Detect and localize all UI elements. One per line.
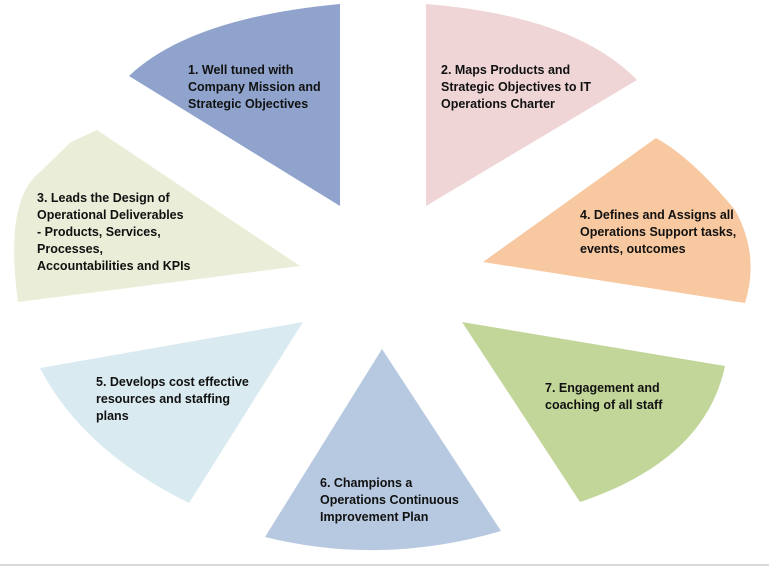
segment-5-line-3: plans	[96, 409, 129, 423]
segment-7-label: 7. Engagement and coaching of all staff	[545, 381, 663, 412]
segment-7: 7. Engagement and coaching of all staff	[462, 322, 725, 502]
segment-4-line-2: Operations Support tasks,	[580, 225, 736, 239]
segment-6-label: 6. Champions a Operations Continuous Imp…	[320, 476, 462, 524]
segment-1-label: 1. Well tuned with Company Mission and S…	[188, 63, 324, 111]
segment-2-label: 2. Maps Products and Strategic Objective…	[441, 63, 595, 111]
segment-1-line-2: Company Mission and	[188, 80, 321, 94]
segment-3-line-3: - Products, Services,	[37, 225, 161, 239]
segment-3-line-1: 3. Leads the Design of	[37, 191, 171, 205]
segment-3-wedge	[14, 130, 301, 302]
segment-5-label: 5. Develops cost effective resources and…	[96, 375, 252, 423]
bottom-divider	[0, 564, 769, 566]
segment-6-wedge	[265, 349, 501, 551]
segment-7-line-2: coaching of all staff	[545, 398, 663, 412]
segment-1-line-1: 1. Well tuned with	[188, 63, 293, 77]
segment-6-line-2: Operations Continuous	[320, 493, 459, 507]
segment-2-line-2: Strategic Objectives to IT	[441, 80, 591, 94]
segment-4-line-3: events, outcomes	[580, 242, 686, 256]
segment-4-label: 4. Defines and Assigns all Operations Su…	[580, 208, 740, 256]
segment-3: 3. Leads the Design of Operational Deliv…	[14, 130, 301, 302]
segment-6-line-3: Improvement Plan	[320, 510, 428, 524]
segment-4: 4. Defines and Assigns all Operations Su…	[483, 138, 751, 303]
segment-3-line-4: Processes,	[37, 242, 103, 256]
segment-5-line-2: resources and staffing	[96, 392, 230, 406]
segment-7-wedge	[462, 322, 725, 502]
segment-1-wedge	[129, 4, 340, 206]
segment-5-wedge	[40, 322, 303, 503]
segment-3-line-5: Accountabilities and KPIs	[37, 259, 191, 273]
segment-2-line-3: Operations Charter	[441, 97, 555, 111]
segment-2: 2. Maps Products and Strategic Objective…	[426, 4, 637, 206]
segment-6-line-1: 6. Champions a	[320, 476, 413, 490]
segment-3-label: 3. Leads the Design of Operational Deliv…	[37, 191, 191, 273]
segment-4-line-1: 4. Defines and Assigns all	[580, 208, 734, 222]
segment-6: 6. Champions a Operations Continuous Imp…	[265, 349, 501, 551]
segment-3-line-2: Operational Deliverables	[37, 208, 184, 222]
segment-5: 5. Develops cost effective resources and…	[40, 322, 303, 503]
segment-1: 1. Well tuned with Company Mission and S…	[129, 4, 340, 206]
segment-1-line-3: Strategic Objectives	[188, 97, 308, 111]
segment-2-line-1: 2. Maps Products and	[441, 63, 570, 77]
segment-2-wedge	[426, 4, 637, 206]
segment-4-wedge	[483, 138, 751, 303]
segment-7-line-1: 7. Engagement and	[545, 381, 660, 395]
segment-5-line-1: 5. Develops cost effective	[96, 375, 249, 389]
